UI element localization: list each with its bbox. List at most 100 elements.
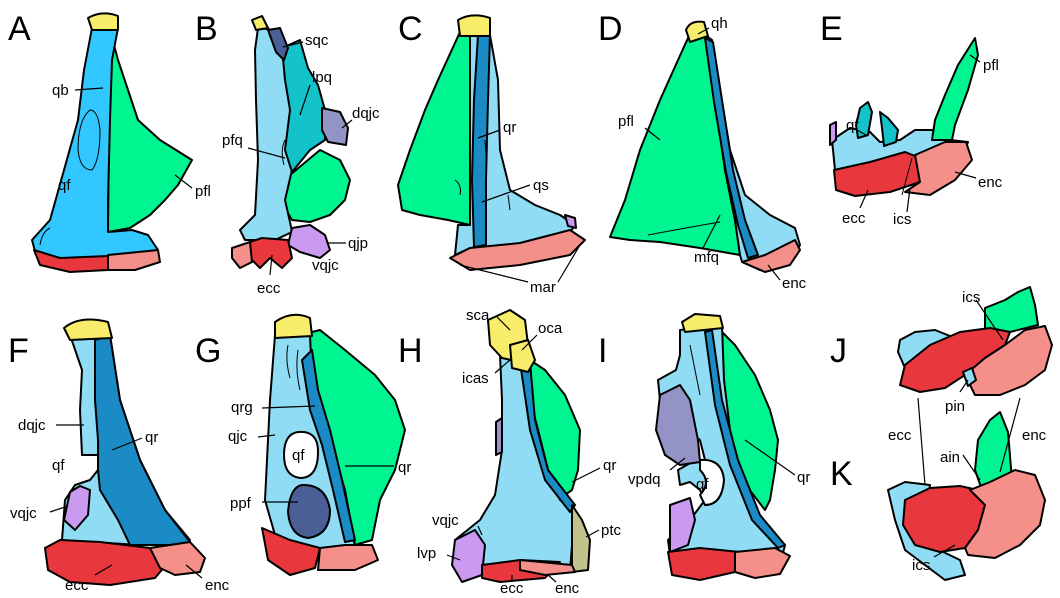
panel-k-enc-region	[964, 469, 1046, 559]
panel-a-pfl-region	[107, 29, 193, 233]
panel-h-label-icas: icas	[462, 370, 489, 387]
panel-g-label-qrg: qrg	[231, 399, 253, 416]
panel-g-qf-foramen	[283, 430, 319, 479]
panel-h-label-ptc: ptc	[601, 522, 622, 539]
panel-d-enc-region	[741, 239, 801, 273]
panel-c-label-qr: qr	[503, 119, 516, 136]
panel-k-letter: K	[830, 455, 853, 493]
panel-d-label-mfq: mfq	[694, 249, 719, 266]
panel-d-label-enc: enc	[782, 275, 807, 292]
panel-b-label-sqc: sqc	[305, 32, 329, 49]
panel-i-cap	[681, 313, 724, 333]
panel-f-ecc-region	[44, 539, 171, 586]
panel-a-letter: A	[8, 10, 31, 48]
panel-d-label-pfl: pfl	[618, 113, 634, 130]
panel-b-label-dqjc: dqjc	[352, 105, 380, 122]
panel-g-label-ppf: ppf	[230, 495, 252, 512]
panel-f-letter: F	[8, 332, 29, 370]
panel-d-mfq-ridge	[704, 37, 759, 259]
panel-h: H sca oca icas qr vqjc ptc lvp ecc enc	[398, 307, 622, 597]
panel-j-label-ecc: ecc	[888, 427, 912, 444]
panel-d-letter: D	[598, 10, 623, 48]
panel-h-label-qr: qr	[603, 457, 616, 474]
panel-e-left-process	[855, 101, 873, 139]
panel-d-qh-cap	[685, 20, 709, 43]
panel-f-cap	[63, 318, 113, 341]
panel-b-label-lpq: lpq	[312, 69, 332, 86]
panel-e-label-enc: enc	[978, 174, 1003, 191]
panel-h-label-sca: sca	[466, 307, 490, 324]
panel-j-letter: J	[830, 332, 847, 370]
panel-b-letter: B	[195, 10, 218, 48]
panel-c-cap	[457, 14, 491, 37]
panel-g-lower-salmon	[317, 544, 379, 571]
panel-i-purple-region	[669, 497, 696, 553]
panel-c-mar-region	[449, 229, 586, 271]
panel-j-label-enc: enc	[1022, 427, 1047, 444]
panel-f-vqjc-region	[63, 485, 91, 531]
panel-a-ventral-red	[33, 249, 109, 273]
panel-e-mid-process	[879, 111, 899, 147]
panel-a-ridge-line	[39, 227, 51, 246]
panel-h-qr-ridge	[519, 361, 576, 513]
panel-h-label-ecc: ecc	[500, 580, 524, 597]
panel-j-label-ics: ics	[962, 289, 980, 306]
panel-i-lower-red	[667, 547, 741, 581]
panel-c: C qr qs mar	[397, 10, 586, 296]
panel-i-label-qf: qf	[696, 476, 709, 493]
panel-g-qr-ridge	[301, 349, 356, 543]
panel-k-label-ain: ain	[940, 449, 960, 466]
panel-h-label-lvp: lvp	[417, 545, 436, 562]
panel-b-ventral-salmon	[231, 241, 253, 269]
panel-h-lower-enc	[519, 559, 576, 576]
panel-f-label-qf: qf	[52, 457, 65, 474]
panel-h-label-vqjc: vqjc	[432, 512, 459, 529]
panel-c-letter: C	[398, 10, 423, 48]
panel-h-letter: H	[398, 332, 423, 370]
panel-a-label-pfl: pfl	[195, 183, 211, 200]
panel-g-label-qf: qf	[292, 447, 305, 464]
panel-i-qf-notch	[699, 458, 725, 506]
panel-j-pin-region	[962, 367, 977, 387]
panel-e-enc-region	[904, 141, 973, 196]
panel-g-ppf-region	[287, 483, 331, 539]
panel-d: D qh pfl mfq enc	[598, 10, 807, 292]
panel-d-label-qh: qh	[711, 15, 728, 32]
panel-c-purple-tip	[564, 214, 577, 229]
panel-e-purple-tip	[829, 121, 837, 146]
panel-f-enc-region	[149, 541, 206, 576]
panel-h-oca-region	[509, 339, 536, 373]
panel-i-letter: I	[598, 332, 607, 370]
panel-e-label-ecc: ecc	[842, 210, 866, 227]
panel-b-ecc-region	[249, 237, 293, 269]
panel-h-left-purple	[495, 417, 503, 456]
panel-e-label-ics: ics	[893, 211, 911, 228]
panel-e-label-qf: qf	[846, 117, 859, 134]
panel-f-label-ecc: ecc	[65, 577, 89, 594]
panel-i-lower-salmon	[734, 547, 791, 579]
panel-h-label-enc: enc	[555, 580, 580, 597]
panel-a-label-qf: qf	[58, 177, 71, 194]
panel-h-ptc-region	[571, 504, 591, 573]
panel-k: K ecc enc ain ics	[830, 397, 1047, 581]
panel-a-qb-ridge	[77, 109, 101, 171]
panel-b-dqjc-region	[321, 107, 349, 146]
panel-j-label-pin: pin	[945, 398, 965, 415]
panel-g-label-qr: qr	[398, 459, 411, 476]
panel-a-label-qb: qb	[52, 82, 69, 99]
panel-a-qh-cap	[87, 12, 119, 31]
panel-c-green-region	[397, 31, 473, 226]
panel-i-label-vpdq: vpdq	[628, 471, 661, 488]
panel-c-label-qs: qs	[533, 177, 549, 194]
panel-k-label-ics: ics	[912, 557, 930, 574]
panel-g: G qrg qjc qf qr ppf	[195, 313, 411, 576]
panel-b: B sqc lpq dqjc pfq qjp vqjc ecc	[195, 10, 380, 297]
panel-g-lower-red	[261, 527, 321, 576]
panel-g-label-qjc: qjc	[228, 428, 248, 445]
panel-f-label-enc: enc	[205, 577, 230, 594]
panel-b-label-ecc: ecc	[257, 280, 281, 297]
panel-e: E pfl qf enc ecc ics	[820, 10, 1003, 228]
panel-e-letter: E	[820, 10, 843, 48]
panel-g-cap	[274, 313, 313, 339]
